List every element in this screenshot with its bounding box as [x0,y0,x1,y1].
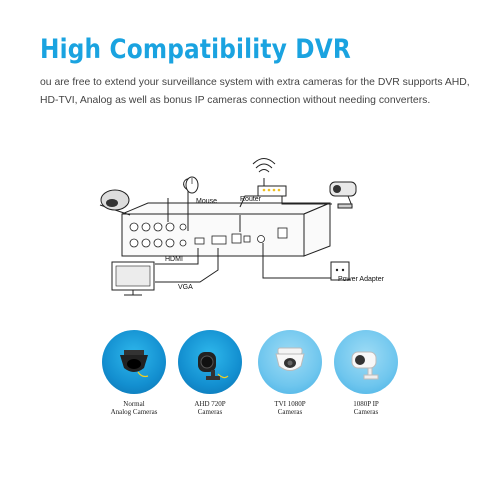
power-adapter-label: Power Adapter [338,276,385,283]
dome-camera-icon [102,330,166,394]
camera-item-ahd: AHD 720P Cameras [172,330,248,416]
bullet-camera-icon [178,330,242,394]
camera-label: 1080P IP Cameras [353,400,379,416]
camera-item-ip: 1080P IP Cameras [328,330,404,416]
page-title: High Compatibility DVR [40,34,351,65]
router-icon [257,178,287,197]
camera-label: Normal Analog Cameras [110,400,158,416]
vga-label: VGA [178,284,193,291]
router-label: Router [240,196,262,203]
bnc-ports [129,222,187,248]
ip-camera-icon [329,181,357,209]
camera-label: TVI 1080P Cameras [274,400,306,416]
monitor-icon [111,261,155,296]
mouse-label: Mouse [196,198,217,205]
camera-item-tvi: TVI 1080P Cameras [252,330,328,416]
description-text: ou are free to extend your surveillance … [40,77,470,106]
mouse-icon [183,176,199,194]
dvr-ports [194,227,288,245]
bullet-camera-icon [334,330,398,394]
wifi-icon [252,158,276,173]
power-outlet-icon [330,261,350,281]
connection-diagram: Mouse Router HDMI VGA Power Adapter [99,158,385,296]
dvr-unit [121,202,331,257]
camera-label: AHD 720P Cameras [194,400,226,416]
hdmi-label: HDMI [165,256,183,263]
dome-camera-icon [100,189,130,211]
camera-item-analog: Normal Analog Cameras [96,330,172,416]
dome-camera-icon [258,330,322,394]
cables [99,190,332,283]
